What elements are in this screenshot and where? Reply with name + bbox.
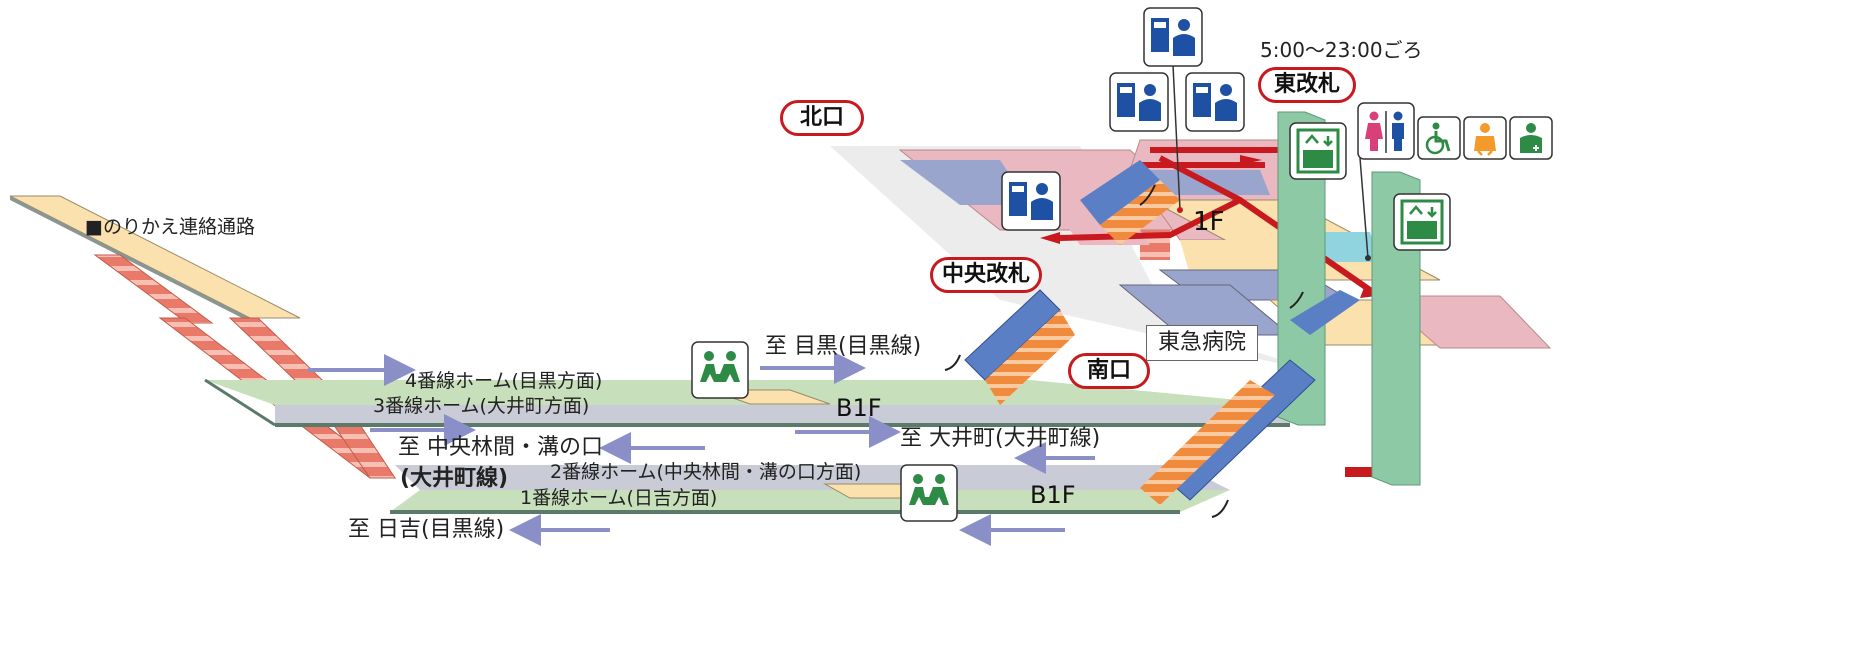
floor-b1f-lower-label: B1F — [1030, 481, 1076, 509]
escalator-direction-marks — [944, 184, 1304, 518]
ticket-machine-icon — [1143, 7, 1203, 67]
transfer-passage — [9, 195, 397, 479]
route-lines — [1059, 147, 1372, 293]
destination-chuorinkan-line: (大井町線) — [400, 466, 509, 491]
platform-2-label: 2番線ホーム(中央林間・溝の口方面) — [550, 461, 862, 483]
restroom-icon — [1357, 102, 1415, 160]
destination-meguro: 至 目黒(目黒線) — [765, 334, 922, 359]
ticket-machine-icon — [1001, 171, 1061, 231]
destination-chuorinkan: 至 中央林間・溝の口 — [398, 435, 603, 460]
floor-b1f-upper-label: B1F — [836, 394, 882, 422]
escalators — [964, 160, 1360, 505]
baby-care-icon — [1463, 116, 1507, 160]
ticket-machine-icon — [1109, 72, 1169, 132]
multipurpose-restroom-icon — [1509, 116, 1553, 160]
tokyu-hospital-label: 東急病院 — [1146, 325, 1258, 361]
waiting-room-icon — [900, 464, 958, 522]
elevator-icon — [1393, 193, 1451, 251]
platform-1-label: 1番線ホーム(日吉方面) — [520, 487, 718, 509]
destination-hiyoshi: 至 日吉(目黒線) — [348, 517, 505, 542]
transfer-passage-title: ■のりかえ連絡通路 — [85, 216, 255, 238]
waiting-room-icon — [691, 341, 749, 399]
east-gate-hours: 5:00〜23:00ごろ — [1260, 38, 1423, 62]
accessible-restroom-icon — [1417, 116, 1461, 160]
south-exit-label: 南口 — [1068, 353, 1150, 389]
leader-lines — [1172, 64, 1369, 259]
east-gate-label: 東改札 — [1258, 67, 1356, 103]
direction-arrows — [308, 352, 1095, 546]
floor-1f-label: 1F — [1193, 207, 1225, 237]
ticket-machine-icon — [1185, 72, 1245, 132]
north-exit-label: 北口 — [780, 100, 864, 136]
platform-4-label: 4番線ホーム(目黒方面) — [405, 370, 603, 392]
elevator-icon — [1289, 122, 1347, 180]
platform-3-label: 3番線ホーム(大井町方面) — [373, 395, 590, 417]
central-gate-label: 中央改札 — [930, 257, 1042, 293]
destination-oimachi: 至 大井町(大井町線) — [900, 426, 1101, 451]
